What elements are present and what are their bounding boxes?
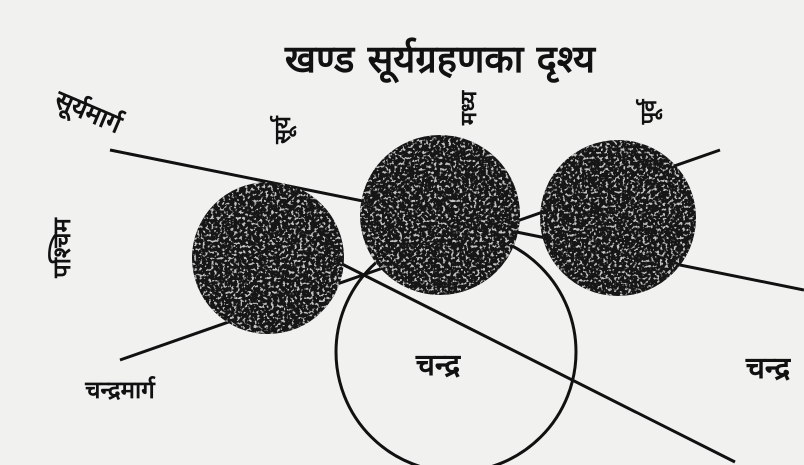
sun-path-label: सूर्यमार्ग [49,84,128,142]
east-disc [540,140,696,296]
east-label: पूर्व [635,99,663,126]
middle-label: मध्य [457,90,482,126]
west-label: पश्चिम [48,217,76,279]
moon-path-label: चन्द्रमार्ग [84,376,156,404]
moon-label-inside: चन्द्र [415,348,461,383]
moon-track-line [330,258,735,462]
west-disc [192,182,344,334]
moon-label-right: चन्द्र [745,351,791,386]
diagram-title: खण्ड सूर्यग्रहणका दृश्य [284,37,597,84]
sun-label: सूर्य [269,115,297,145]
middle-disc [360,135,520,295]
